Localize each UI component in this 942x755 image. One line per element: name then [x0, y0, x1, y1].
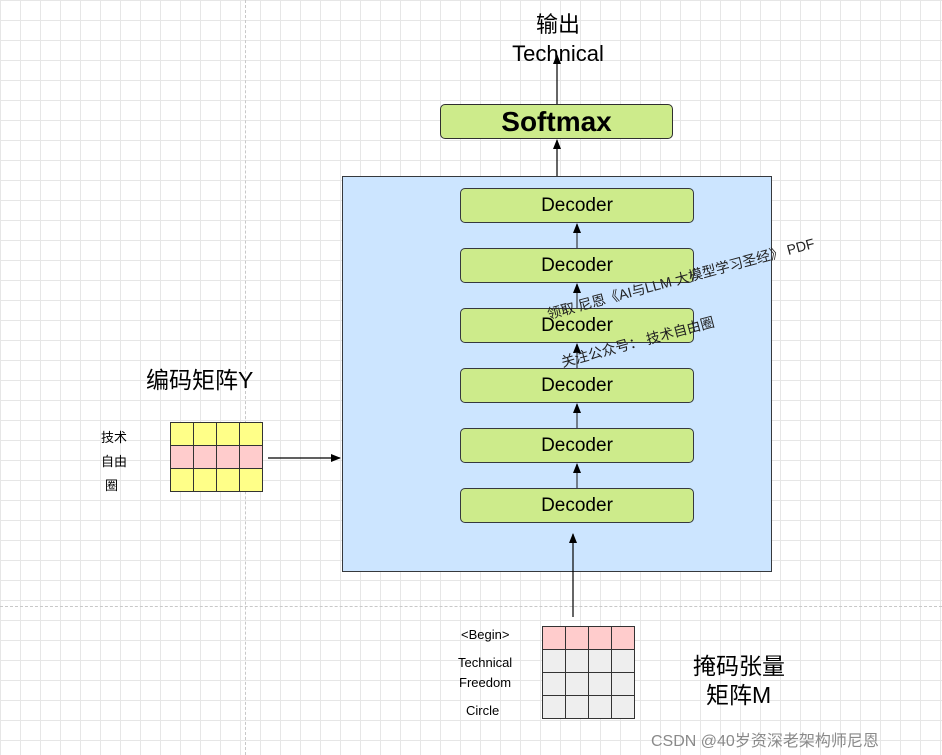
mask-matrix — [542, 626, 635, 719]
encoding-row-label: 自由 — [101, 454, 128, 469]
decoder-label: Decoder — [541, 254, 613, 276]
decoder-label: Decoder — [541, 434, 613, 456]
matrix-row — [542, 626, 635, 650]
matrix-cell — [216, 422, 240, 446]
matrix-row — [542, 695, 635, 719]
matrix-row — [542, 649, 635, 673]
encoding-row-label: 圈 — [105, 478, 119, 493]
matrix-row — [170, 468, 263, 492]
decoder-block-4: Decoder — [460, 308, 694, 343]
matrix-cell — [193, 445, 217, 469]
matrix-row — [542, 672, 635, 696]
decoder-label: Decoder — [541, 314, 613, 336]
matrix-cell — [542, 695, 566, 719]
matrix-row — [170, 445, 263, 469]
mask-matrix-subtitle: 矩阵M — [706, 682, 772, 708]
matrix-cell — [170, 468, 194, 492]
matrix-cell — [239, 445, 263, 469]
encoding-matrix — [170, 422, 263, 492]
matrix-cell — [216, 468, 240, 492]
matrix-cell — [542, 672, 566, 696]
decoder-block-1: Decoder — [460, 488, 694, 523]
matrix-cell — [170, 445, 194, 469]
mask-row-label: Circle — [466, 703, 500, 718]
matrix-cell — [588, 672, 612, 696]
output-title: 输出 — [535, 12, 580, 37]
mask-matrix-title: 掩码张量 — [693, 653, 785, 679]
matrix-cell — [588, 649, 612, 673]
decoder-label: Decoder — [541, 194, 613, 216]
matrix-cell — [216, 445, 240, 469]
softmax-block: Softmax — [440, 104, 673, 139]
decoder-block-6: Decoder — [460, 188, 694, 223]
csdn-credit: CSDN @40岁资深老架构师尼恩 — [651, 733, 879, 750]
mask-row-label: Freedom — [459, 675, 512, 690]
encoding-matrix-title: 编码矩阵Y — [146, 367, 254, 393]
encoding-row-label: 技术 — [101, 430, 128, 445]
horizontal-guide-line — [0, 606, 942, 607]
decoder-block-3: Decoder — [460, 368, 694, 403]
vertical-guide-line — [245, 0, 246, 755]
decoder-label: Decoder — [541, 494, 613, 516]
matrix-cell — [565, 649, 589, 673]
matrix-cell — [565, 626, 589, 650]
matrix-cell — [239, 468, 263, 492]
matrix-cell — [239, 422, 263, 446]
decoder-label: Decoder — [541, 374, 613, 396]
decoder-block-5: Decoder — [460, 248, 694, 283]
matrix-cell — [611, 695, 635, 719]
matrix-cell — [588, 695, 612, 719]
matrix-row — [170, 422, 263, 446]
matrix-cell — [193, 422, 217, 446]
mask-row-label: Technical — [458, 655, 513, 670]
softmax-label: Softmax — [501, 105, 612, 137]
matrix-cell — [542, 626, 566, 650]
matrix-cell — [588, 626, 612, 650]
matrix-cell — [611, 649, 635, 673]
matrix-cell — [565, 672, 589, 696]
mask-row-label: <Begin> — [461, 627, 510, 642]
matrix-cell — [565, 695, 589, 719]
matrix-cell — [611, 626, 635, 650]
matrix-cell — [542, 649, 566, 673]
matrix-cell — [611, 672, 635, 696]
matrix-cell — [170, 422, 194, 446]
matrix-cell — [193, 468, 217, 492]
decoder-block-2: Decoder — [460, 428, 694, 463]
